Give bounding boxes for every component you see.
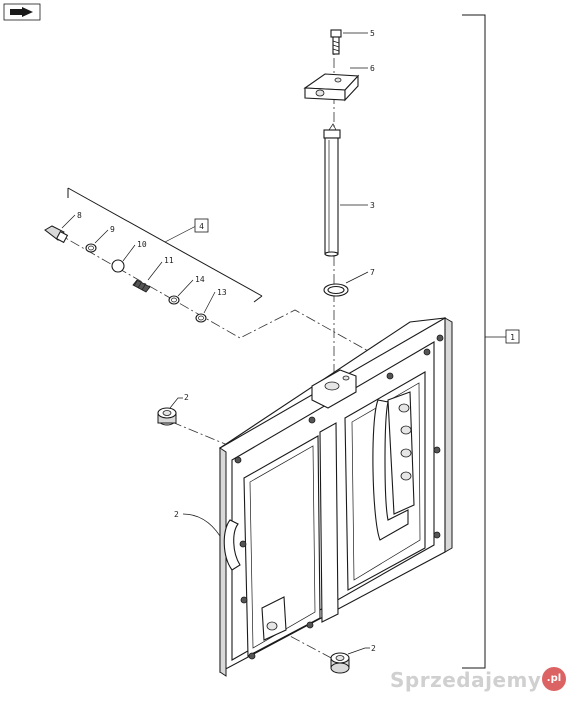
cover-plate-3[interactable] — [218, 317, 453, 677]
callout-11[interactable]: 10 — [137, 240, 147, 249]
callout-14[interactable]: 14 — [195, 275, 205, 284]
callout-label: 1 — [510, 333, 515, 342]
screw-6[interactable] — [330, 29, 342, 55]
assembly-bracket — [462, 14, 486, 669]
callout-2-top[interactable]: 2 — [184, 393, 189, 402]
callout-8[interactable]: 4 — [194, 218, 209, 233]
callout-2-bottom[interactable]: 2 — [371, 644, 376, 653]
clamp-block-5[interactable] — [303, 73, 360, 102]
flange-nut-2-top[interactable] — [157, 407, 177, 426]
o-ring-10[interactable] — [85, 243, 97, 253]
navigation-arrow-icon[interactable] — [3, 3, 41, 21]
retaining-ring-13[interactable] — [195, 313, 207, 323]
watermark-text: Sprzedajemy — [390, 668, 542, 692]
center-line-kit — [54, 231, 371, 353]
callout-12[interactable]: 11 — [164, 256, 174, 265]
callout-7[interactable]: 7 — [370, 268, 375, 277]
callout-9[interactable]: 8 — [77, 211, 82, 220]
o-ring-7[interactable] — [323, 283, 349, 297]
callout-label: 4 — [199, 222, 204, 231]
spring-12[interactable] — [132, 279, 151, 293]
callout-3[interactable]: 2 — [174, 510, 179, 519]
center-line-nut-bottom — [274, 627, 336, 661]
callout-10[interactable]: 9 — [110, 225, 115, 234]
flange-nut-2-bottom[interactable] — [330, 652, 350, 674]
plug-9[interactable] — [44, 225, 69, 244]
o-ring-14[interactable] — [168, 295, 180, 305]
callout-4[interactable]: 3 — [370, 201, 375, 210]
callout-1[interactable]: 1 — [505, 329, 520, 344]
callout-13[interactable]: 13 — [217, 288, 227, 297]
ball-11[interactable] — [111, 259, 125, 273]
center-line-nut-top — [171, 421, 231, 447]
callout-6[interactable]: 5 — [370, 29, 375, 38]
watermark-badge: .pl — [542, 667, 566, 691]
shaft-4[interactable] — [323, 123, 341, 257]
callout-5[interactable]: 6 — [370, 64, 375, 73]
